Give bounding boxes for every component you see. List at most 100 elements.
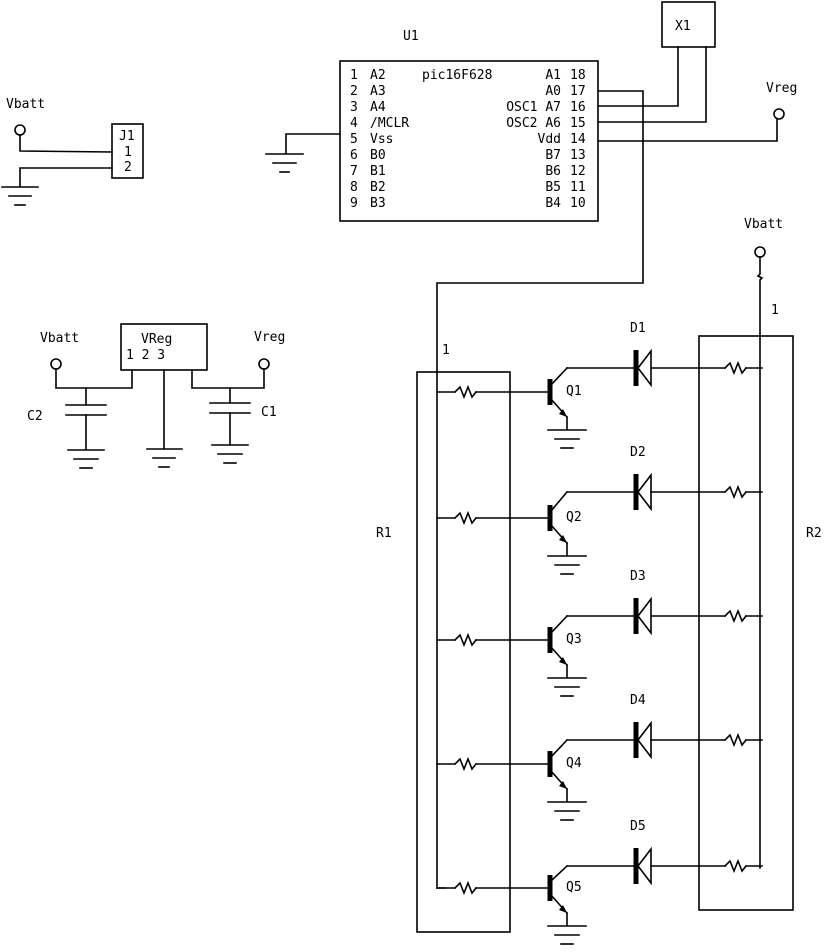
transistor-collector (549, 366, 569, 387)
u1-left-pin-name: /MCLR (370, 116, 409, 131)
u1-left-pin-name: B2 (370, 180, 386, 195)
u1-right-pin-number: 12 (570, 164, 586, 179)
transistor-emitter-arrow (559, 657, 567, 665)
u1-vss-ground-net (265, 133, 341, 173)
r2-pin1-label: 1 (771, 303, 779, 318)
vreg-ref-label: VReg (141, 332, 172, 347)
transistor-emitter-arrow (559, 781, 567, 789)
u1-left-pin-name: B3 (370, 196, 386, 211)
u1-right-pin-name: Vdd (538, 132, 561, 147)
r1-ref-label: R1 (376, 526, 392, 541)
transistor-ref-label: Q1 (566, 384, 582, 399)
transistor-q2: Q2 (547, 490, 587, 575)
diode-ref-label: D4 (630, 693, 646, 708)
diode-anode-triangle (636, 720, 652, 760)
u1-right-pin-number: 18 (570, 68, 586, 83)
j1-body (111, 123, 144, 179)
r2-element-zigzag (723, 858, 748, 874)
j1-pin1-label: 1 (124, 145, 132, 160)
c1-ref-label: C1 (261, 405, 277, 420)
led-channel-3: Q3 D3 (436, 569, 763, 697)
r2-element-zigzag (723, 608, 748, 624)
u1-left-pin-number: 3 (350, 100, 358, 115)
u1-left-pin-name: B1 (370, 164, 386, 179)
u1-left-pin-number: 9 (350, 196, 358, 211)
j1-connector: J1 1 2 Vbatt (1, 97, 144, 206)
transistor-ref-label: Q5 (566, 880, 582, 895)
u1-right-pin-name: B6 (545, 164, 561, 179)
transistor-q5: Q5 (547, 864, 587, 945)
u1-right-pin-number: 14 (570, 132, 586, 147)
u1-ref-label: U1 (403, 29, 419, 44)
vreg-vreg-terminal (258, 358, 270, 370)
transistor-ref-label: Q3 (566, 632, 582, 647)
r1-element-zigzag (453, 756, 478, 772)
r1-body (416, 371, 511, 933)
diode-d1: D1 (566, 321, 726, 388)
r2-element-zigzag (723, 484, 748, 500)
transistor-ref-label: Q4 (566, 756, 582, 771)
u1-right-pin-name: OSC1 A7 (506, 100, 561, 115)
transistor-collector (549, 490, 569, 513)
r1-resistor-network: R1 1 (376, 343, 511, 933)
r1-element-4 (436, 756, 549, 772)
u1-right-pin-number: 16 (570, 100, 586, 115)
u1-osc-nets (597, 46, 707, 123)
diode-anode-triangle (636, 472, 652, 512)
r2-vbatt-label: Vbatt (744, 217, 783, 232)
u1-left-pin-name: A4 (370, 100, 386, 115)
r2-vbatt-terminal (754, 246, 766, 258)
u1-left-pin-number: 5 (350, 132, 358, 147)
diode-d3: D3 (566, 569, 726, 636)
led-channel-4: Q4 D4 (436, 693, 763, 821)
u1-left-pin-name: B0 (370, 148, 386, 163)
u1-right-pin-number: 17 (570, 84, 586, 99)
u1-right-pin-number: 13 (570, 148, 586, 163)
transistor-emitter-arrow (559, 905, 567, 913)
u1-right-pin-number: 10 (570, 196, 586, 211)
diode-d4: D4 (566, 693, 726, 760)
r1-element-1 (436, 384, 549, 400)
vreg-regulator: VReg 1 2 3 Vbatt Vreg (40, 323, 285, 468)
u1-left-pin-name: Vss (370, 132, 393, 147)
r1-element-2 (436, 510, 549, 526)
vreg-vbatt-label: Vbatt (40, 331, 79, 346)
diode-d2: D2 (566, 445, 726, 512)
u1-vdd-vreg-net: Vreg (597, 81, 797, 142)
transistor-emitter-arrow (559, 409, 567, 417)
u1-vreg-net-label: Vreg (766, 81, 797, 96)
transistor-collector (549, 864, 569, 883)
r2-element-1 (723, 360, 763, 376)
x1-crystal: X1 (661, 1, 716, 48)
transistor-collector (549, 738, 569, 759)
r2-element-4 (723, 732, 763, 748)
r2-ref-label: R2 (806, 526, 822, 541)
x1-ref-label: X1 (675, 19, 691, 34)
r1-element-zigzag (453, 510, 478, 526)
u1-right-pin-name: B5 (545, 180, 561, 195)
diode-anode-triangle (636, 348, 652, 388)
u1-left-pin-number: 4 (350, 116, 358, 131)
u1-part-label: pic16F628 (422, 68, 492, 83)
vreg-net-terminal (773, 108, 785, 120)
u1-left-pin-number: 6 (350, 148, 358, 163)
r1-element-3 (436, 632, 549, 648)
transistor-q3: Q3 (547, 614, 587, 697)
u1-left-pin-number: 1 (350, 68, 358, 83)
vreg-vbatt-terminal (50, 358, 62, 370)
vreg-body (120, 323, 208, 371)
transistor-emitter-arrow (559, 535, 567, 543)
diode-anode-triangle (636, 596, 652, 636)
diode-ref-label: D3 (630, 569, 646, 584)
u1-right-pin-number: 15 (570, 116, 586, 131)
u1-right-pin-name: A0 (545, 84, 561, 99)
diode-d5: D5 (566, 819, 726, 886)
u1-right-pin-name: B4 (545, 196, 561, 211)
r2-element-5 (723, 858, 763, 874)
c1-capacitor: C1 (209, 387, 277, 464)
